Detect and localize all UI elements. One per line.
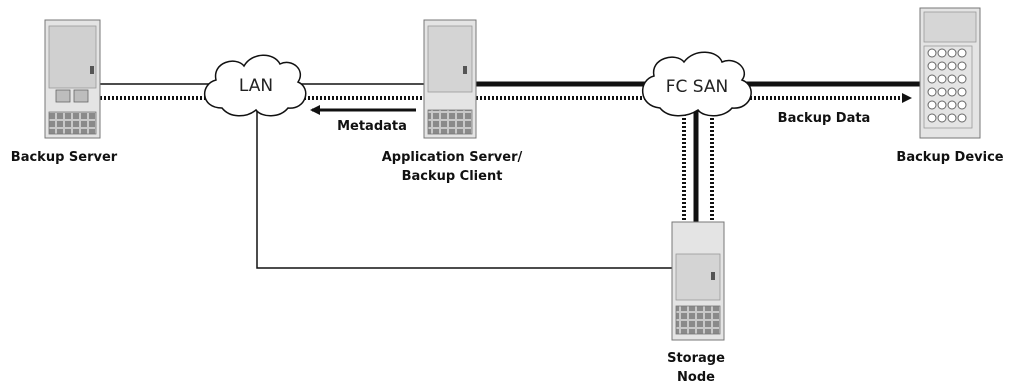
lan-cloud: LAN	[204, 54, 307, 117]
tape-slots	[927, 48, 967, 123]
backup-server-label: Backup Server	[11, 150, 118, 165]
backup-data-label: Backup Data	[778, 111, 871, 126]
application-server-label-line2: Backup Client	[402, 169, 503, 184]
storage-node-label-line2: Node	[677, 370, 715, 385]
backup-server-icon	[44, 19, 101, 139]
storage-node-icon	[671, 221, 725, 341]
metadata-label: Metadata	[337, 119, 407, 134]
lan-label: LAN	[239, 76, 273, 96]
fc-san-label: FC SAN	[666, 77, 729, 97]
backup-device-label: Backup Device	[896, 150, 1003, 165]
storage-node-label-line1: Storage	[667, 351, 725, 366]
backup-device-icon	[919, 7, 981, 139]
fc-san-cloud: FC SAN	[641, 51, 752, 117]
application-server-icon	[423, 19, 477, 139]
application-server-label-line1: Application Server/	[382, 150, 523, 165]
link-lan-storage-node	[256, 110, 672, 269]
lan-links	[100, 83, 672, 269]
san-links	[476, 81, 920, 232]
